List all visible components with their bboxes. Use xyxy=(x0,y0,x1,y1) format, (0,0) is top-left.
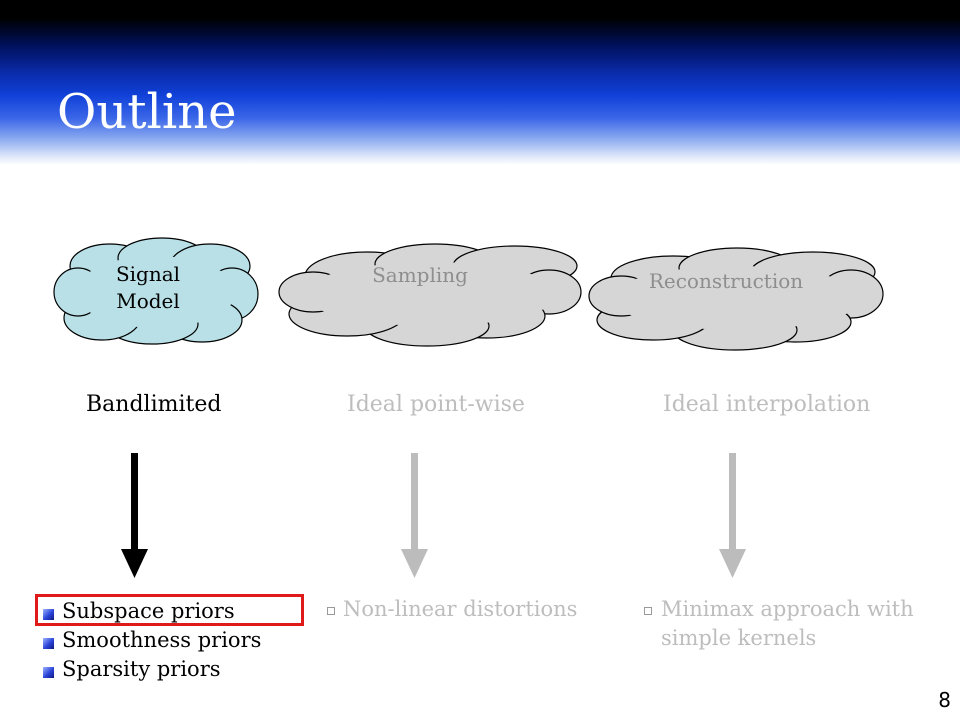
page-number: 8 xyxy=(938,688,951,712)
sampling-item: Non-linear distortions xyxy=(343,597,578,621)
signal-model-label: Signal Model xyxy=(115,262,181,313)
slide-header xyxy=(0,0,960,165)
hollow-square-bullet-icon xyxy=(327,607,335,615)
slide-title: Outline xyxy=(57,84,237,140)
reconstruction-arrow xyxy=(719,453,746,578)
reconstruction-label: Reconstruction xyxy=(648,269,804,293)
sampling-arrow xyxy=(401,453,428,578)
list-item: Subspace priors xyxy=(43,597,261,626)
signal-model-result: Bandlimited xyxy=(86,392,222,417)
signal-model-arrow xyxy=(121,453,148,578)
square-bullet-icon xyxy=(43,667,54,678)
reconstruction-cloud xyxy=(588,247,884,351)
sampling-result: Ideal point-wise xyxy=(347,392,525,417)
square-bullet-icon xyxy=(43,638,54,649)
highlight-box xyxy=(35,594,304,626)
signal-model-cloud xyxy=(53,237,259,345)
reconstruction-item: Minimax approach with simple kernels xyxy=(661,597,914,650)
square-bullet-icon xyxy=(43,609,54,620)
list-item: Sparsity priors xyxy=(43,655,261,684)
hollow-square-bullet-icon xyxy=(644,607,652,615)
sampling-label: Sampling xyxy=(372,263,468,287)
list-item: Smoothness priors xyxy=(43,626,261,655)
signal-model-priors-list: Subspace priors Smoothness priors Sparsi… xyxy=(43,597,261,684)
sampling-cloud xyxy=(278,243,582,347)
reconstruction-result: Ideal interpolation xyxy=(663,392,871,417)
